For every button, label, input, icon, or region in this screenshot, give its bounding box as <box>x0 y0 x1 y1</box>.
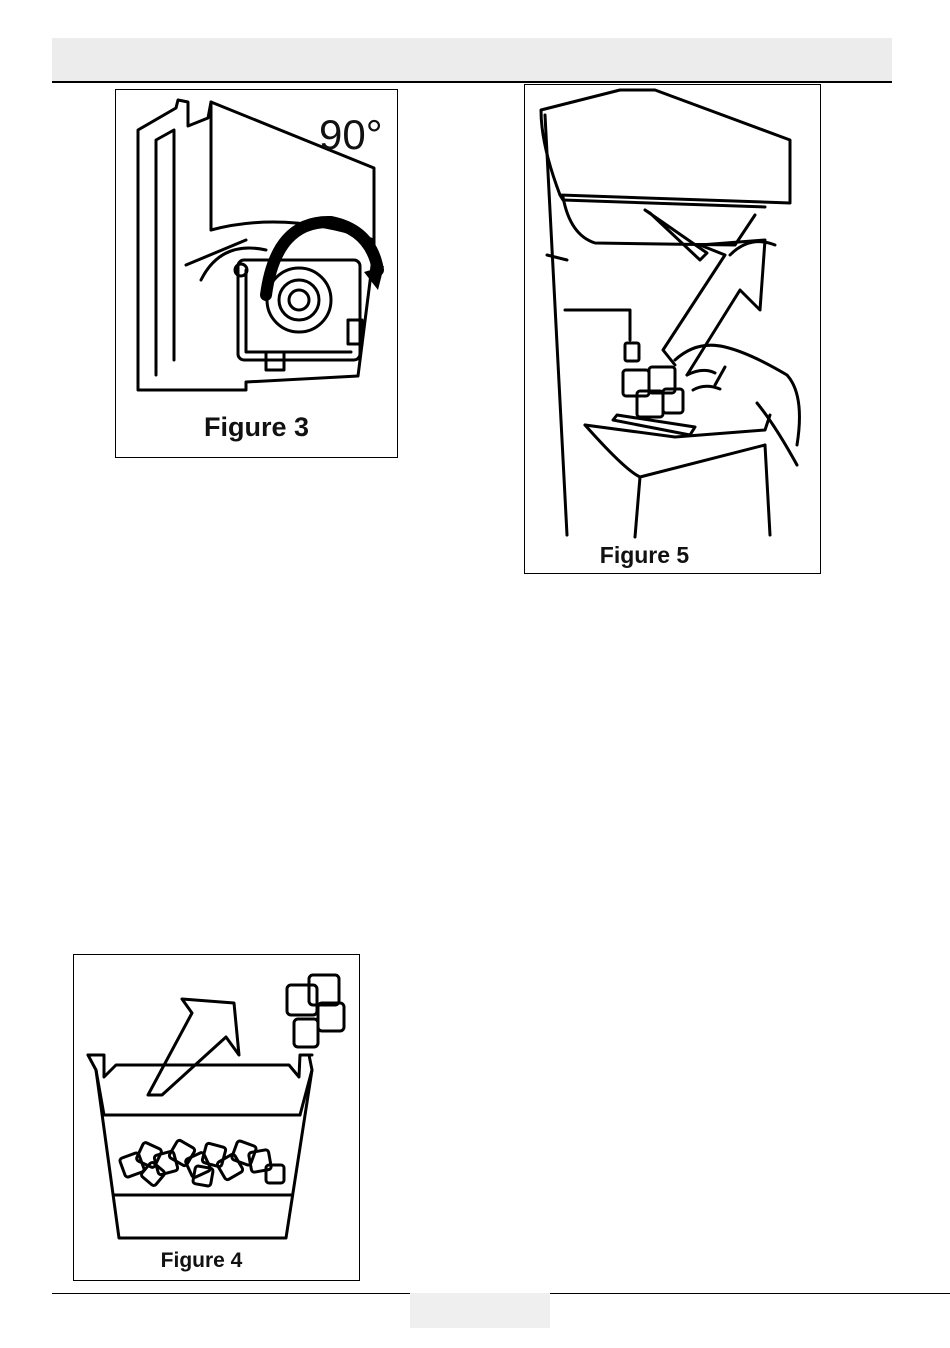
rotation-angle-label: 90° <box>319 114 383 156</box>
header-band <box>52 38 892 83</box>
figure-3: 90° Figure 3 <box>115 89 398 458</box>
refrigerator-dispenser-illustration <box>525 85 822 575</box>
figure-3-caption: Figure 3 <box>116 412 397 443</box>
figure-4-caption: Figure 4 <box>59 1249 344 1273</box>
figure-5: Figure 5 <box>524 84 821 574</box>
figure-4: Figure 4 <box>73 954 360 1281</box>
ice-bin-illustration <box>74 955 361 1282</box>
page-number-box <box>410 1293 550 1328</box>
figure-5-caption: Figure 5 <box>497 542 792 569</box>
